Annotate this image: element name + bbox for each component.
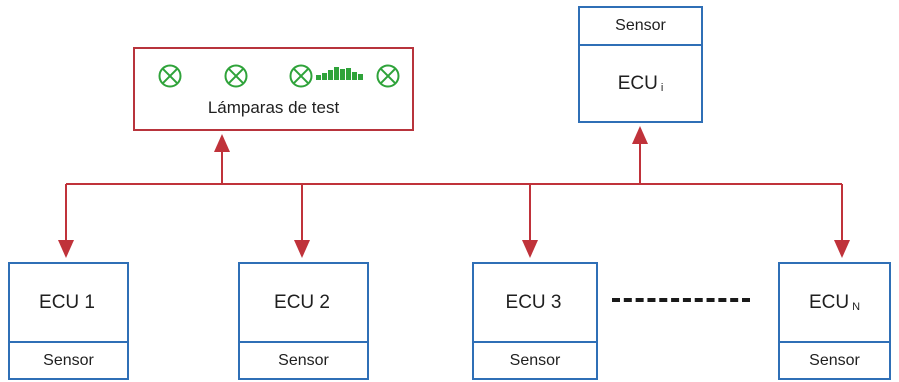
ecu-i-sensor: Sensor: [580, 8, 701, 46]
ecu-name: ECU 1: [39, 291, 95, 313]
ecu-sensor: Sensor: [780, 341, 889, 378]
ecu-subscript: N: [852, 300, 861, 313]
test-lamp-icon: [289, 64, 313, 88]
test-lamp-icon: [224, 64, 248, 88]
ecu-3-box: ECU 3 Sensor: [472, 262, 598, 380]
ellipsis-dashes: [612, 298, 750, 302]
ecu-name: ECU: [808, 291, 850, 313]
ecu-1-box: ECU 1 Sensor: [8, 262, 129, 380]
ecu-name: ECU 3: [505, 291, 562, 313]
lamp-panel-label: Lámparas de test: [207, 98, 340, 117]
ecu-title: ECU 2: [240, 264, 367, 341]
ecu-i-subscript: i: [660, 81, 664, 94]
ecu-i-name: ECU: [617, 72, 658, 94]
ecu-title: ECU 1: [10, 264, 127, 341]
test-lamp-panel: Lámparas de test: [133, 47, 414, 131]
ecu-sensor: Sensor: [10, 341, 127, 378]
test-lamp-icon: [376, 64, 400, 88]
test-lamp-icon: [158, 64, 182, 88]
ecu-sensor: Sensor: [240, 341, 367, 378]
ecu-title: ECU 3: [474, 264, 596, 341]
signal-glyph-icon: [316, 67, 363, 80]
ecu-sensor: Sensor: [474, 341, 596, 378]
ecu-name: ECU 2: [274, 291, 330, 313]
ecu-2-box: ECU 2 Sensor: [238, 262, 369, 380]
